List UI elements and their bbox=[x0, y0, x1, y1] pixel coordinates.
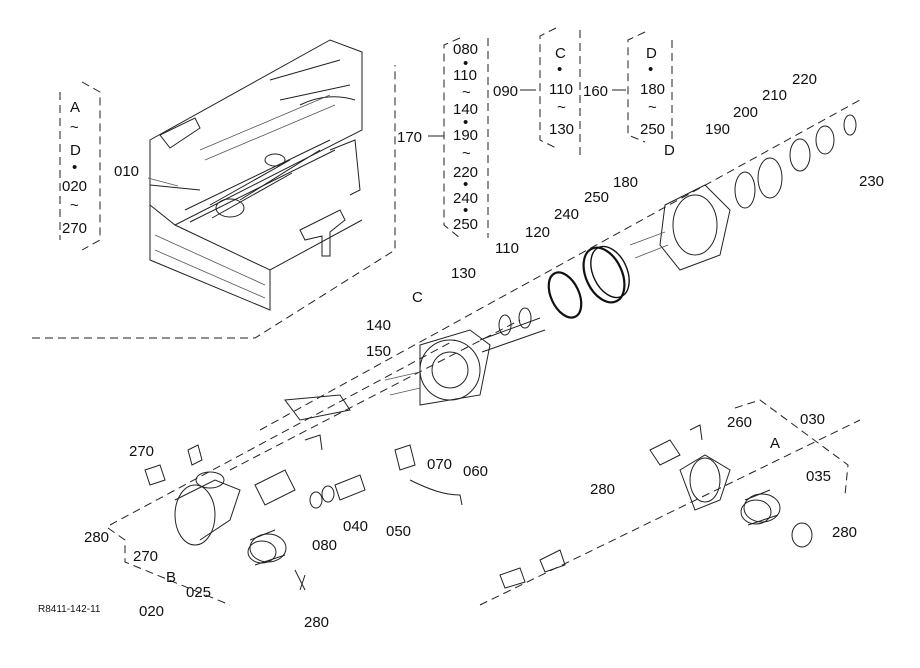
group-c-list: C • 110 ~ 130 bbox=[549, 45, 574, 138]
group-a-mid: D bbox=[70, 142, 81, 159]
bracket-b-letter: B bbox=[166, 569, 176, 586]
group-170-item: 220 bbox=[453, 164, 478, 181]
bracket-group-170 bbox=[443, 37, 489, 239]
label-180: 180 bbox=[613, 174, 638, 191]
label-060: 060 bbox=[463, 463, 488, 480]
group-d-end: 250 bbox=[640, 121, 665, 138]
group-c-dot: • bbox=[557, 61, 562, 78]
label-025: 025 bbox=[186, 584, 211, 601]
part-labels: 010 020 025 030 035 040 050 060 070 080 … bbox=[38, 71, 884, 631]
label-190: 190 bbox=[705, 121, 730, 138]
label-240: 240 bbox=[554, 206, 579, 223]
label-260: 260 bbox=[727, 414, 752, 431]
group-c-tilde: ~ bbox=[557, 99, 566, 116]
left-axle-assembly bbox=[144, 434, 463, 591]
label-280-bottom: 280 bbox=[304, 614, 329, 631]
bracket-a-right bbox=[734, 399, 849, 496]
center-hub-assembly bbox=[284, 307, 546, 421]
group-d-list: D • 180 ~ 250 bbox=[640, 45, 665, 138]
label-070: 070 bbox=[427, 456, 452, 473]
label-170: 170 bbox=[397, 129, 422, 146]
label-050: 050 bbox=[386, 523, 411, 540]
group-a-end: 270 bbox=[62, 220, 87, 237]
callout-d: D bbox=[664, 142, 675, 159]
group-c-end: 130 bbox=[549, 121, 574, 138]
label-270-upper: 270 bbox=[129, 443, 154, 460]
label-270-lower: 270 bbox=[133, 548, 158, 565]
bracket-group-c bbox=[539, 27, 581, 155]
label-230: 230 bbox=[859, 173, 884, 190]
bracket-group-d bbox=[627, 31, 673, 143]
right-axle-assembly bbox=[499, 424, 813, 589]
bracket-b-left bbox=[107, 527, 231, 606]
group-170-item: 250 bbox=[453, 216, 478, 233]
group-a-top: A bbox=[70, 99, 80, 116]
group-d-tilde: ~ bbox=[648, 99, 657, 116]
label-030: 030 bbox=[800, 411, 825, 428]
label-210: 210 bbox=[762, 87, 787, 104]
label-080: 080 bbox=[312, 537, 337, 554]
label-250: 250 bbox=[584, 189, 609, 206]
o-rings bbox=[547, 245, 630, 319]
label-200: 200 bbox=[733, 104, 758, 121]
machine-body-illustration bbox=[149, 39, 363, 311]
group-170-item: 240 bbox=[453, 190, 478, 207]
group-a-dot: • bbox=[72, 159, 77, 176]
label-130: 130 bbox=[451, 265, 476, 282]
group-a-tilde2: ~ bbox=[70, 197, 79, 214]
hub-d-assembly bbox=[629, 114, 857, 271]
group-170-item: 190 bbox=[453, 127, 478, 144]
group-a-list: A ~ D • 020 ~ 270 bbox=[62, 99, 87, 237]
label-020: 020 bbox=[139, 603, 164, 620]
group-a-start: 020 bbox=[62, 178, 87, 195]
group-c-letter: C bbox=[555, 45, 566, 62]
group-d-start: 180 bbox=[640, 81, 665, 98]
label-280-middle: 280 bbox=[590, 481, 615, 498]
group-a-tilde1: ~ bbox=[70, 119, 79, 136]
label-090: 090 bbox=[493, 83, 518, 100]
label-120: 120 bbox=[525, 224, 550, 241]
label-220: 220 bbox=[792, 71, 817, 88]
label-160: 160 bbox=[583, 83, 608, 100]
label-140: 140 bbox=[366, 317, 391, 334]
group-170-item: ~ bbox=[462, 84, 471, 101]
inset-frame bbox=[32, 65, 396, 339]
label-280-right: 280 bbox=[832, 524, 857, 541]
reference-code: R8411-142-11 bbox=[38, 604, 101, 615]
bracket-a-letter: A bbox=[770, 435, 780, 452]
assembly-axis bbox=[109, 99, 861, 606]
group-170-item: ~ bbox=[462, 145, 471, 162]
group-c-start: 110 bbox=[549, 81, 573, 98]
group-170-item: • bbox=[463, 176, 468, 193]
group-170-item: 140 bbox=[453, 101, 478, 118]
label-035: 035 bbox=[806, 468, 831, 485]
label-040: 040 bbox=[343, 518, 368, 535]
group-170-item: • bbox=[463, 114, 468, 131]
group-d-letter: D bbox=[646, 45, 657, 62]
label-010: 010 bbox=[114, 163, 139, 180]
callout-c: C bbox=[412, 289, 423, 306]
group-170-item: 080 bbox=[453, 41, 478, 58]
bracket-group-a-d bbox=[59, 81, 101, 251]
group-170-item: 110 bbox=[453, 67, 477, 84]
label-150: 150 bbox=[366, 343, 391, 360]
group-170-item: • bbox=[463, 55, 468, 72]
label-110: 110 bbox=[495, 240, 519, 257]
group-170-list: 080 • 110 ~ 140 • 190 ~ 220 • 240 • 250 bbox=[453, 41, 478, 233]
group-170-item: • bbox=[463, 202, 468, 219]
label-280-left: 280 bbox=[84, 529, 109, 546]
leader-lines bbox=[147, 89, 626, 187]
group-d-dot: • bbox=[648, 61, 653, 78]
